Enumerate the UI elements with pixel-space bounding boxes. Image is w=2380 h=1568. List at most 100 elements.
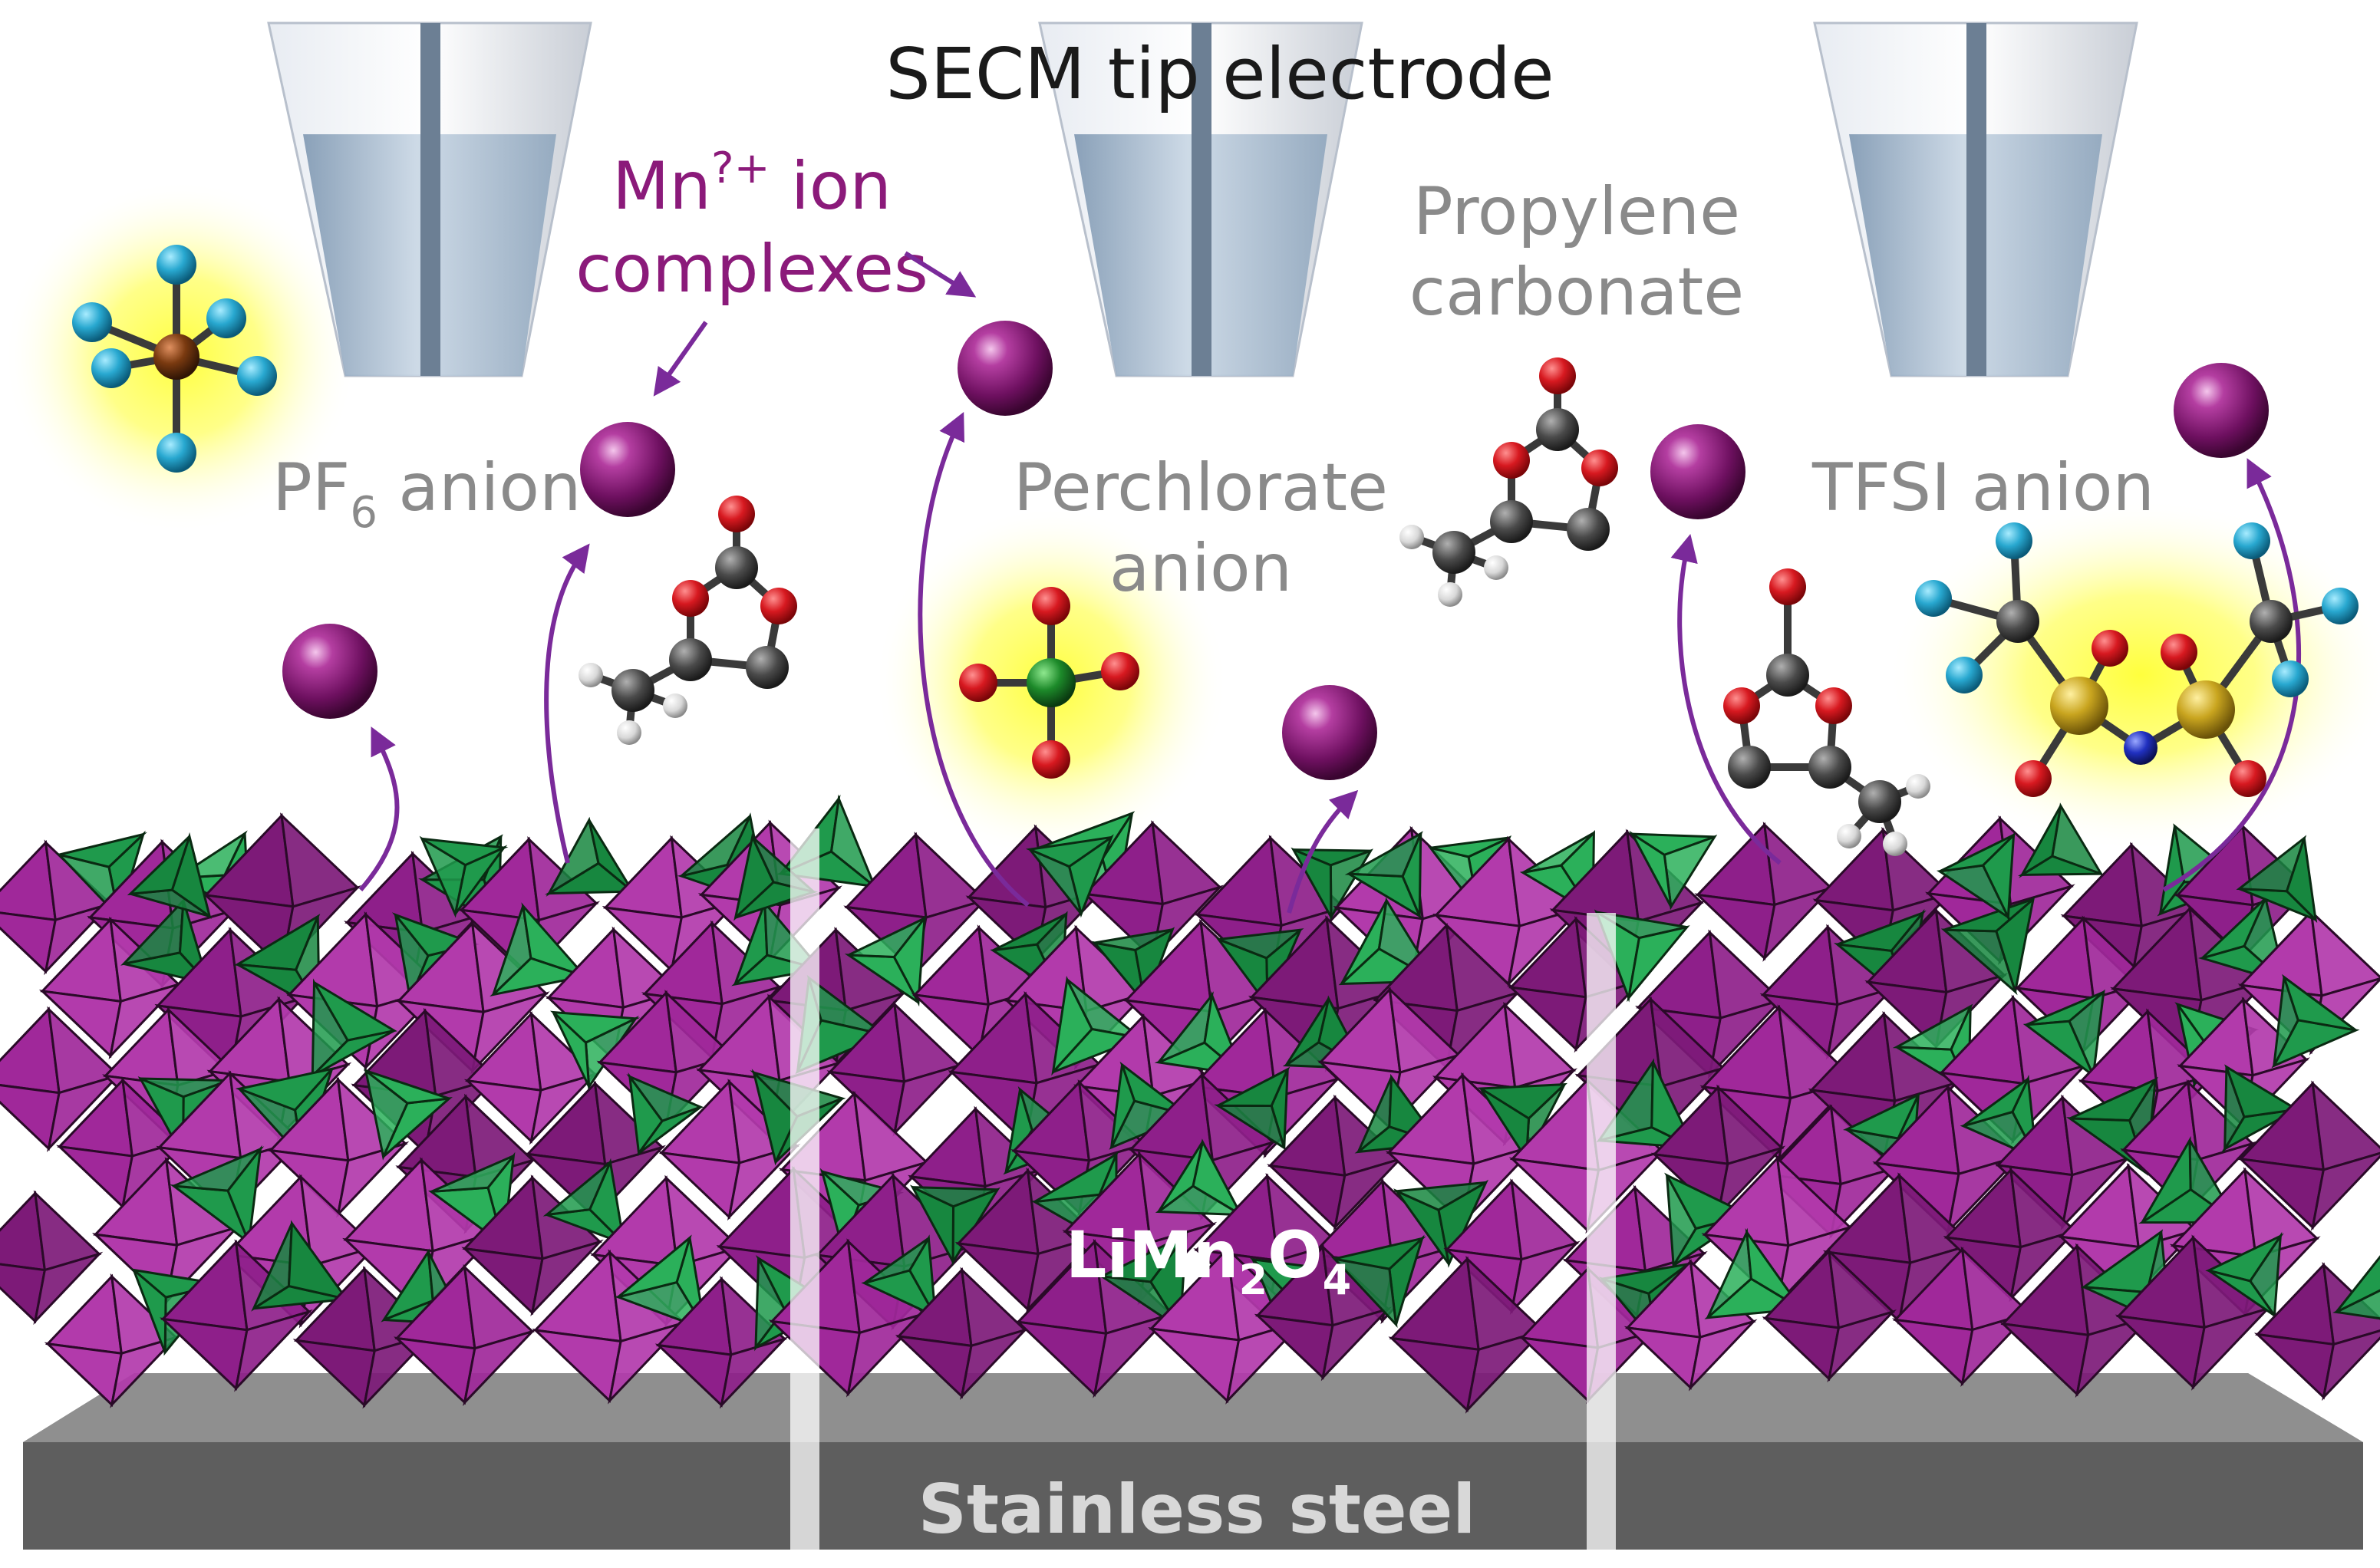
mn-ion bbox=[1282, 685, 1377, 780]
mno6-octahedron bbox=[1688, 1319, 1758, 1392]
mno6-octahedron bbox=[44, 1342, 124, 1408]
mno6-octahedron bbox=[234, 1309, 313, 1392]
propylene-carbonate-molecule bbox=[1399, 357, 1618, 607]
tfsi-anion-label: TFSI anion bbox=[1811, 450, 2154, 526]
lio4-tetrahedron bbox=[588, 819, 634, 893]
mno6-octahedron bbox=[530, 1239, 604, 1317]
pf6-anion-label: PF6 anion bbox=[272, 450, 582, 538]
lio4-tetrahedron bbox=[235, 1066, 335, 1112]
secm-tip-left bbox=[267, 21, 592, 377]
dissolution-arrows bbox=[358, 411, 2302, 914]
lio4-tetrahedron bbox=[1217, 1066, 1291, 1108]
mn-ion bbox=[1650, 424, 1745, 519]
lio4-tetrahedron bbox=[1033, 1151, 1119, 1204]
mno6-octahedron bbox=[2310, 1151, 2380, 1231]
mno6-octahedron bbox=[336, 1141, 410, 1218]
lio4-tetrahedron bbox=[2224, 1064, 2300, 1118]
lio4-tetrahedron bbox=[2207, 1269, 2276, 1317]
lio4-tetrahedron bbox=[1334, 1236, 1426, 1270]
mn-ions bbox=[282, 321, 2269, 780]
propylene-carbonate-molecule bbox=[579, 496, 797, 745]
lio4-tetrahedron bbox=[58, 832, 147, 868]
mn-ion-label: Mn?+ ion bbox=[612, 143, 892, 225]
mn-ion bbox=[282, 624, 377, 719]
mn-label-pointers bbox=[653, 251, 977, 397]
lio4-tetrahedron bbox=[2335, 1255, 2380, 1313]
mno6-octahedron bbox=[1506, 905, 1585, 988]
mno6-octahedron bbox=[1707, 997, 1785, 1079]
mno6-octahedron bbox=[2060, 1156, 2131, 1230]
lio4-tetrahedron bbox=[1627, 925, 1690, 1003]
lio4-tetrahedron bbox=[552, 1011, 591, 1088]
lio4-tetrahedron bbox=[1110, 1064, 1136, 1148]
mno6-octahedron bbox=[463, 1329, 536, 1407]
lio4-tetrahedron bbox=[521, 902, 589, 979]
mno6-octahedron bbox=[529, 1072, 599, 1145]
mno6-octahedron bbox=[2191, 1306, 2272, 1391]
panel-dividers bbox=[790, 828, 1616, 1550]
mno6-octahedron bbox=[1716, 1145, 1786, 1219]
mn-superscript: ?+ bbox=[711, 143, 770, 193]
mno6-octahedron bbox=[1026, 1234, 1101, 1313]
mno6-octahedron bbox=[1465, 1328, 1547, 1414]
lio4-tetrahedron bbox=[892, 914, 926, 1007]
lio4-tetrahedron bbox=[1629, 830, 1673, 908]
lio4-tetrahedron bbox=[226, 1145, 262, 1247]
lio4-tetrahedron bbox=[421, 837, 509, 867]
mno6-octahedron bbox=[1827, 1309, 1897, 1383]
lio4-tetrahedron bbox=[1963, 1078, 2029, 1128]
lio4-tetrahedron bbox=[1097, 1234, 1188, 1283]
mno6-octahedron bbox=[1775, 1224, 1854, 1308]
mno6-octahedron bbox=[1093, 1312, 1175, 1398]
propylene-label-line2: carbonate bbox=[1409, 254, 1744, 331]
mno6-octahedron bbox=[960, 1327, 1029, 1400]
tfsi-molecule bbox=[1915, 522, 2359, 797]
mno6-octahedron bbox=[2322, 1329, 2380, 1402]
lio4-tetrahedron bbox=[2017, 855, 2102, 877]
lio4-tetrahedron bbox=[588, 1158, 626, 1247]
limn2o4-label: LiMn2O4 bbox=[1066, 1217, 1351, 1304]
secm-tip-center bbox=[1038, 21, 1363, 377]
lio4-tetrahedron bbox=[2022, 1020, 2097, 1079]
lio4-tetrahedron bbox=[132, 1269, 167, 1353]
substrate-label: Stainless steel bbox=[918, 1470, 1476, 1549]
mn-ion-label-line2: complexes bbox=[575, 231, 928, 308]
mn-ion bbox=[958, 321, 1053, 416]
lio4-tetrahedron bbox=[287, 1220, 350, 1301]
lio4-tetrahedron bbox=[1479, 1087, 1531, 1163]
lio4-tetrahedron bbox=[1052, 1027, 1145, 1073]
mn-ion bbox=[2174, 363, 2269, 458]
mno6-octahedron bbox=[1320, 1306, 1393, 1382]
lio4-tetrahedron bbox=[1284, 998, 1330, 1066]
anion-glows bbox=[4, 180, 2380, 859]
lio4-tetrahedron bbox=[638, 1105, 702, 1155]
lio4-tetrahedron bbox=[1842, 1092, 1921, 1140]
mno6-octahedron bbox=[1333, 1157, 1404, 1231]
mno6-octahedron bbox=[47, 1072, 123, 1152]
perchlorate-label-line1: Perchlorate bbox=[1014, 450, 1388, 526]
secm-tip-label: SECM tip electrode bbox=[885, 33, 1554, 115]
mno6-octahedron bbox=[1762, 885, 1835, 962]
mno6-octahedron bbox=[56, 1145, 134, 1209]
mno6-octahedron bbox=[1829, 1165, 1900, 1240]
mno6-octahedron bbox=[1762, 1316, 1841, 1382]
mno6-octahedron bbox=[1946, 1153, 2024, 1236]
mno6-octahedron bbox=[846, 1311, 928, 1398]
secm-tip-right bbox=[1813, 21, 2138, 377]
lio4-tetrahedron bbox=[1430, 836, 1510, 858]
stainless-steel-substrate bbox=[23, 1373, 2363, 1550]
perchlorate-label-line2: anion bbox=[1109, 530, 1292, 607]
lio4-tetrahedron bbox=[2285, 838, 2318, 924]
mno6-octahedron bbox=[608, 1320, 688, 1405]
mno6-octahedron bbox=[908, 1106, 987, 1188]
mno6-octahedron bbox=[1509, 1240, 1581, 1316]
propylene-label-line1: Propylene bbox=[1413, 173, 1740, 250]
lio4-tetrahedron bbox=[2282, 973, 2357, 1032]
mno6-octahedron bbox=[892, 1062, 963, 1137]
lio4-tetrahedron bbox=[313, 981, 397, 1042]
lio4-tetrahedron bbox=[1943, 898, 2035, 933]
lio4-tetrahedron bbox=[364, 1069, 450, 1105]
perchlorate-molecule bbox=[959, 587, 1139, 779]
lio4-tetrahedron bbox=[1939, 834, 2015, 873]
limn2o4-crystal-layer bbox=[0, 794, 2380, 1414]
